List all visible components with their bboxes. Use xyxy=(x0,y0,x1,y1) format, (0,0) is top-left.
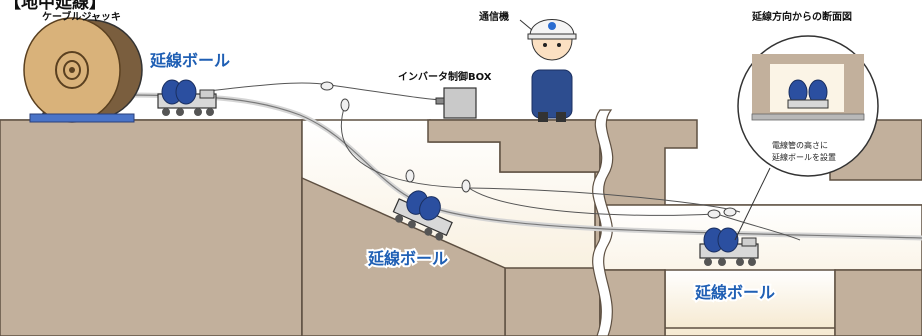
cross-section-note-2: 延線ボールを設置 xyxy=(772,152,836,162)
ground-left xyxy=(0,119,303,336)
cross-section-title: 延線方向からの断面図 xyxy=(751,10,852,23)
roller-label-3: 延線ボール xyxy=(694,283,775,302)
worker-icon xyxy=(519,19,577,122)
page-title: 【地中延線】 xyxy=(4,0,106,13)
cable-jack-label: ケーブルジャッキ xyxy=(42,10,121,23)
cross-section-note-1: 電線管の高さに xyxy=(772,140,828,150)
magnifier-circle-icon xyxy=(734,35,879,241)
cable-drum-icon xyxy=(23,17,143,123)
cavity-right-step xyxy=(664,269,836,329)
communicator-label: 通信機 xyxy=(479,10,509,23)
wire-connectors xyxy=(320,81,737,219)
cable-roller-icon xyxy=(392,190,453,241)
roller-label-2: 延線ボール xyxy=(367,249,448,268)
control-box-icon xyxy=(435,87,477,119)
break-line xyxy=(592,109,614,336)
cable-roller-icon xyxy=(157,79,217,116)
roller-label-1: 延線ボール xyxy=(149,51,230,70)
cable-roller-icon xyxy=(699,227,759,266)
inverter-box-label: インバータ制御BOX xyxy=(398,70,492,83)
